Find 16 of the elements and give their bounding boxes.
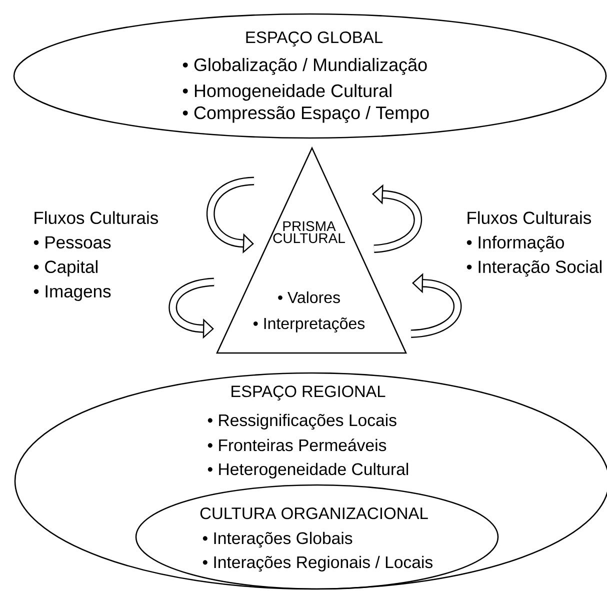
text-list: Fluxos Culturais • Pessoas • Capital • Imagens xyxy=(34,211,158,302)
bullet-item: • Ressignificações Locais xyxy=(208,414,396,430)
heading: CULTURA ORGANIZACIONAL xyxy=(200,507,428,520)
bullet-item: • Fronteiras Permeáveis xyxy=(208,438,386,452)
bullet-item: • Compressão Espaço / Tempo xyxy=(182,106,429,123)
bullet-item: • Heterogeneidade Cultural xyxy=(208,462,408,478)
bullet-item: • Homogeneidade Cultural xyxy=(182,84,392,101)
text-list: Fluxos Culturais • Informação • Interação Social xyxy=(466,211,602,277)
heading: PRISMA CULTURAL xyxy=(273,221,345,244)
heading: ESPAÇO GLOBAL xyxy=(246,31,383,46)
bullet-item: • Globalização / Mundialização xyxy=(182,58,427,75)
bullet-item: • Valores xyxy=(278,291,340,304)
bullet-item: • Interações Globais xyxy=(202,532,352,548)
bullet-item: • Interpretações xyxy=(253,318,365,332)
heading: ESPAÇO REGIONAL xyxy=(232,386,386,400)
bullet-item: • Interações Regionais / Locais xyxy=(202,556,432,572)
